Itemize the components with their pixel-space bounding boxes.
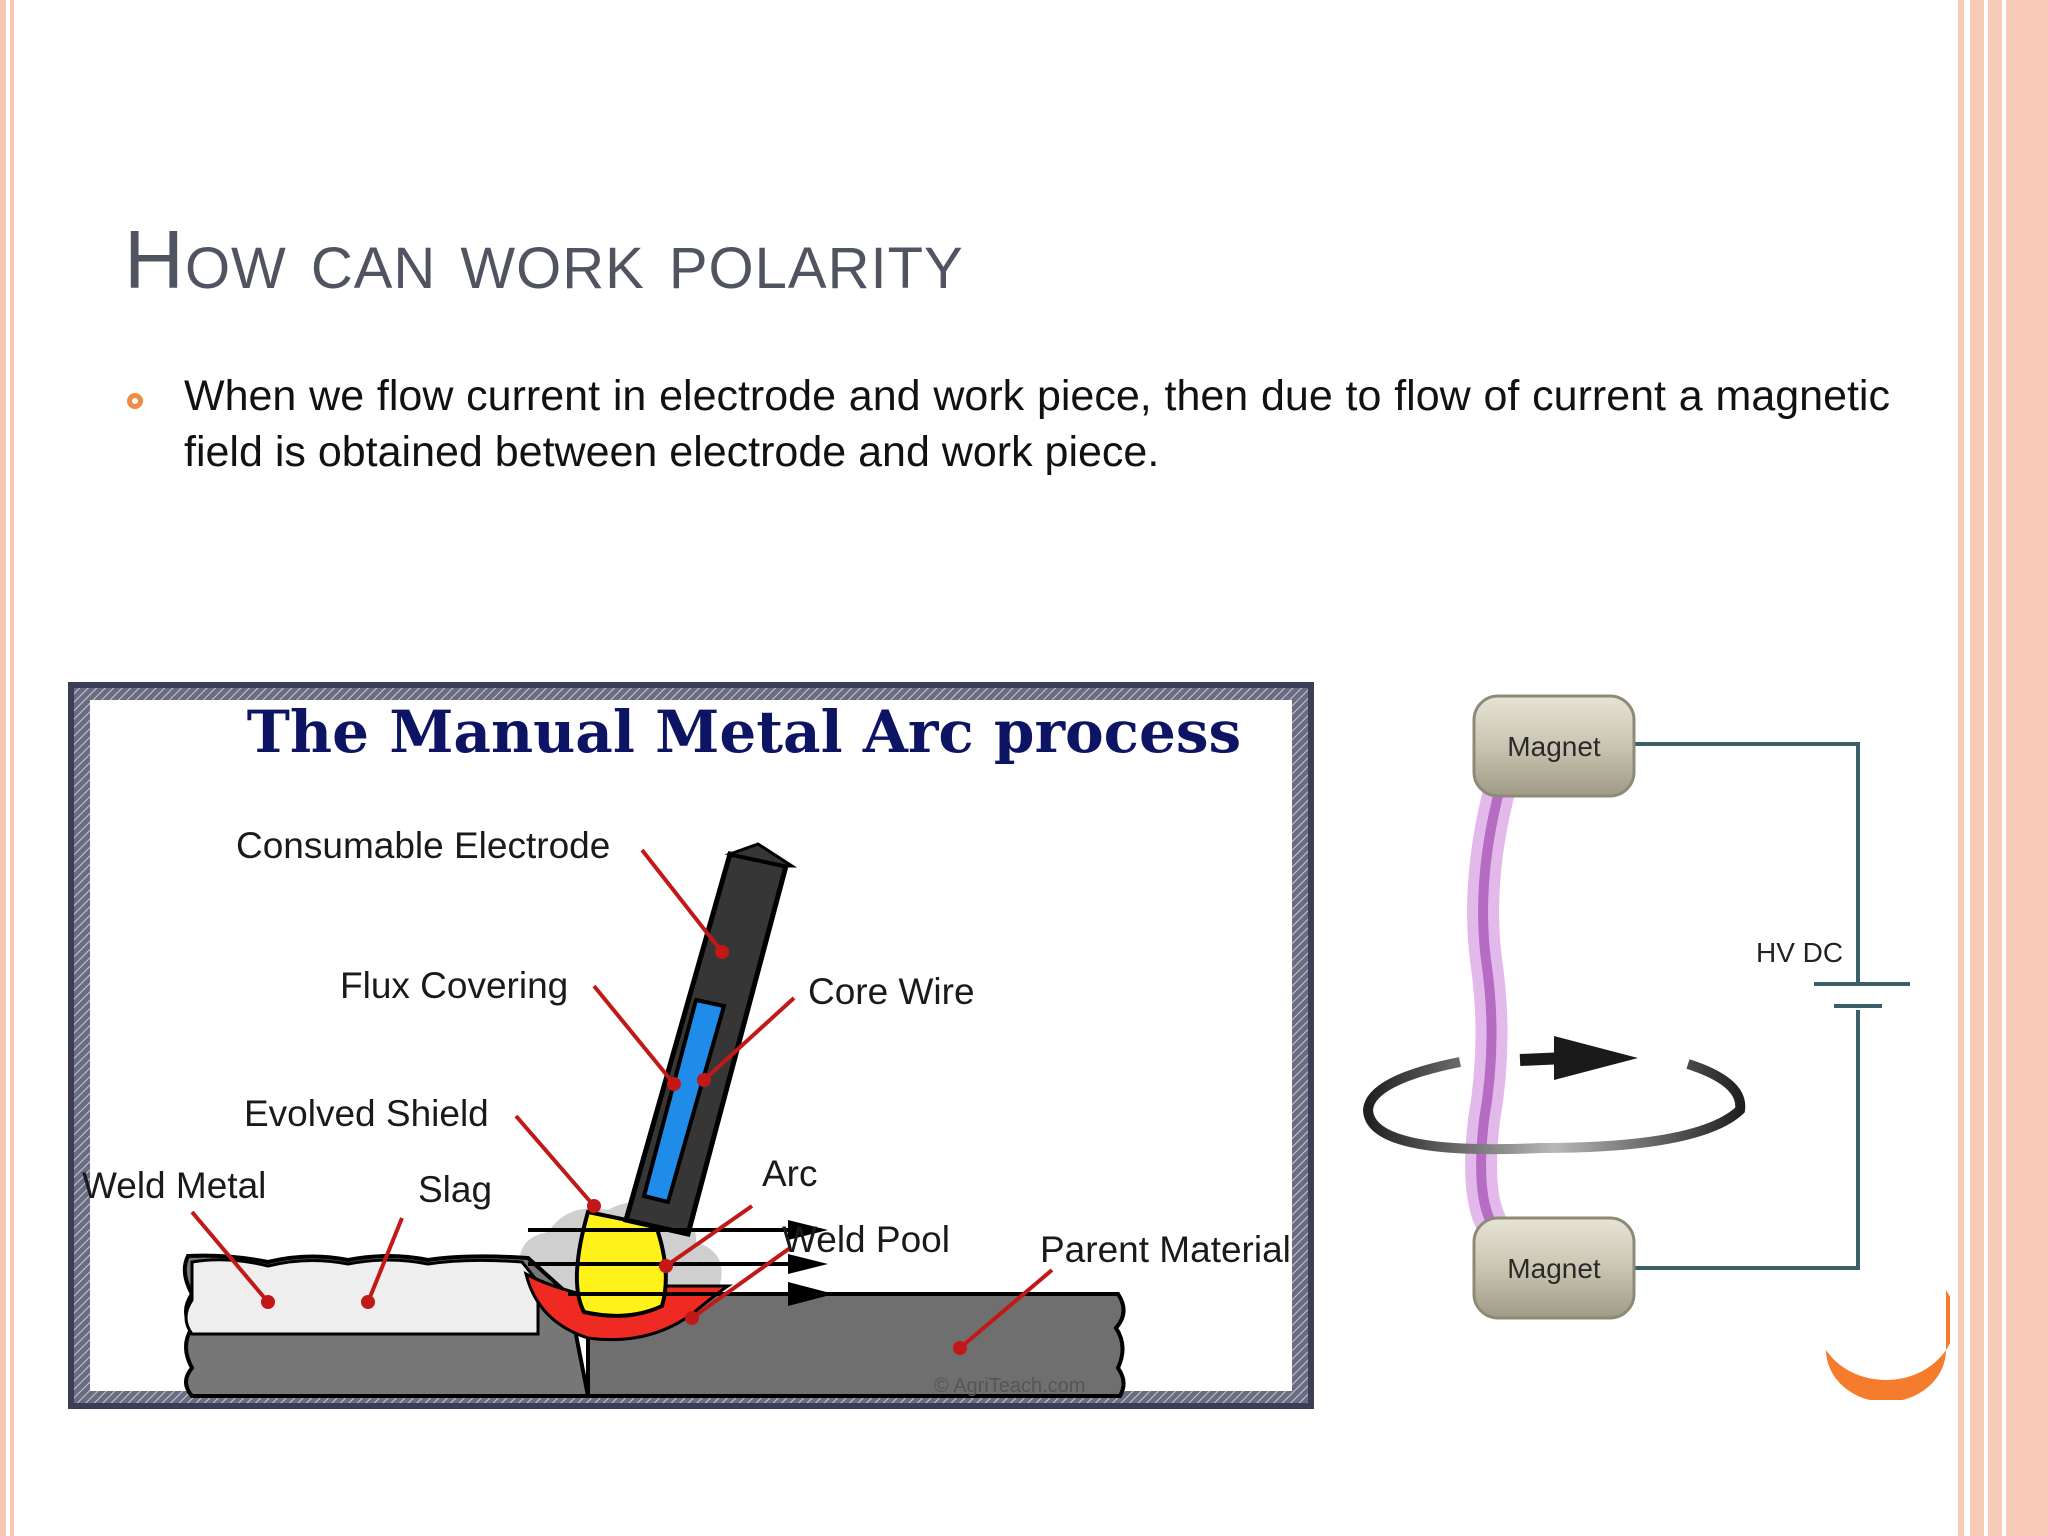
leader-consumable-electrode — [640, 848, 724, 954]
label-parent-material: Parent Material — [1040, 1229, 1291, 1270]
field-direction-arrow-icon — [1554, 1036, 1638, 1080]
label-flux-covering: Flux Covering — [340, 965, 568, 1006]
parent-material — [586, 1292, 1126, 1398]
leader-dot — [659, 1259, 673, 1273]
right-border-stripe — [1964, 0, 1970, 1536]
bottom-magnet-label: Magnet — [1507, 1253, 1601, 1284]
slag-layer — [184, 1258, 540, 1336]
mma-process-diagram: The Manual Metal Arc process — [68, 682, 1314, 1409]
diagram-title: The Manual Metal Arc process — [247, 698, 1241, 766]
circuit-wire-top — [1634, 742, 1860, 982]
leader-dot — [953, 1341, 967, 1355]
leader-dot — [361, 1295, 375, 1309]
bottom-magnet — [1472, 1216, 1636, 1320]
label-slag: Slag — [418, 1169, 492, 1210]
leader-dot — [685, 1311, 699, 1325]
top-magnet — [1472, 694, 1636, 798]
magnet-diagram: HV DC Magnet Magnet — [1340, 680, 1940, 1340]
leader-core-wire — [702, 996, 796, 1082]
bullet-circle-icon — [127, 393, 143, 409]
leader-dot — [667, 1077, 681, 1091]
label-consumable-electrode: Consumable Electrode — [236, 825, 610, 866]
slide-title: How can work polarity — [124, 213, 964, 306]
leader-evolved-shield — [514, 1114, 596, 1208]
leader-weld-metal — [190, 1210, 270, 1304]
leader-weld-pool — [690, 1246, 792, 1320]
leader-parent-material — [958, 1268, 1054, 1350]
decorative-orange-arc — [1826, 1290, 1950, 1400]
leader-dot — [261, 1295, 275, 1309]
leader-flux-covering — [592, 984, 676, 1086]
right-border — [1958, 0, 2048, 1536]
label-weld-pool: Weld Pool — [782, 1219, 950, 1260]
label-core-wire: Core Wire — [808, 971, 975, 1012]
plasma-column — [1476, 783, 1505, 1225]
leader-slag — [366, 1217, 404, 1303]
leader-arc — [664, 1204, 754, 1268]
electrode-tip — [724, 842, 798, 868]
arrow-head — [788, 1282, 834, 1306]
supply-label: HV DC — [1756, 937, 1843, 968]
leader-dot — [587, 1199, 601, 1213]
arrow-head — [788, 1220, 828, 1240]
label-evolved-shield: Evolved Shield — [244, 1093, 489, 1134]
arrow-head — [788, 1254, 828, 1274]
top-magnet-label: Magnet — [1507, 731, 1601, 762]
bullet-text: When we flow current in electrode and wo… — [184, 372, 1890, 476]
left-border-outer — [0, 0, 6, 1536]
field-ring — [1362, 1057, 1746, 1155]
label-weld-metal: Weld Metal — [82, 1165, 266, 1206]
leader-dot — [697, 1073, 711, 1087]
right-border-stripe — [1984, 0, 1988, 1536]
core-wire — [641, 997, 727, 1205]
circuit-wire-bottom — [1634, 1010, 1860, 1270]
label-arc: Arc — [762, 1153, 818, 1194]
right-border-stripe — [2002, 0, 2006, 1536]
left-border-inner — [10, 0, 14, 1536]
diagram-copyright: © AgriTeach.com — [934, 1375, 1085, 1397]
leader-dot — [715, 945, 729, 959]
